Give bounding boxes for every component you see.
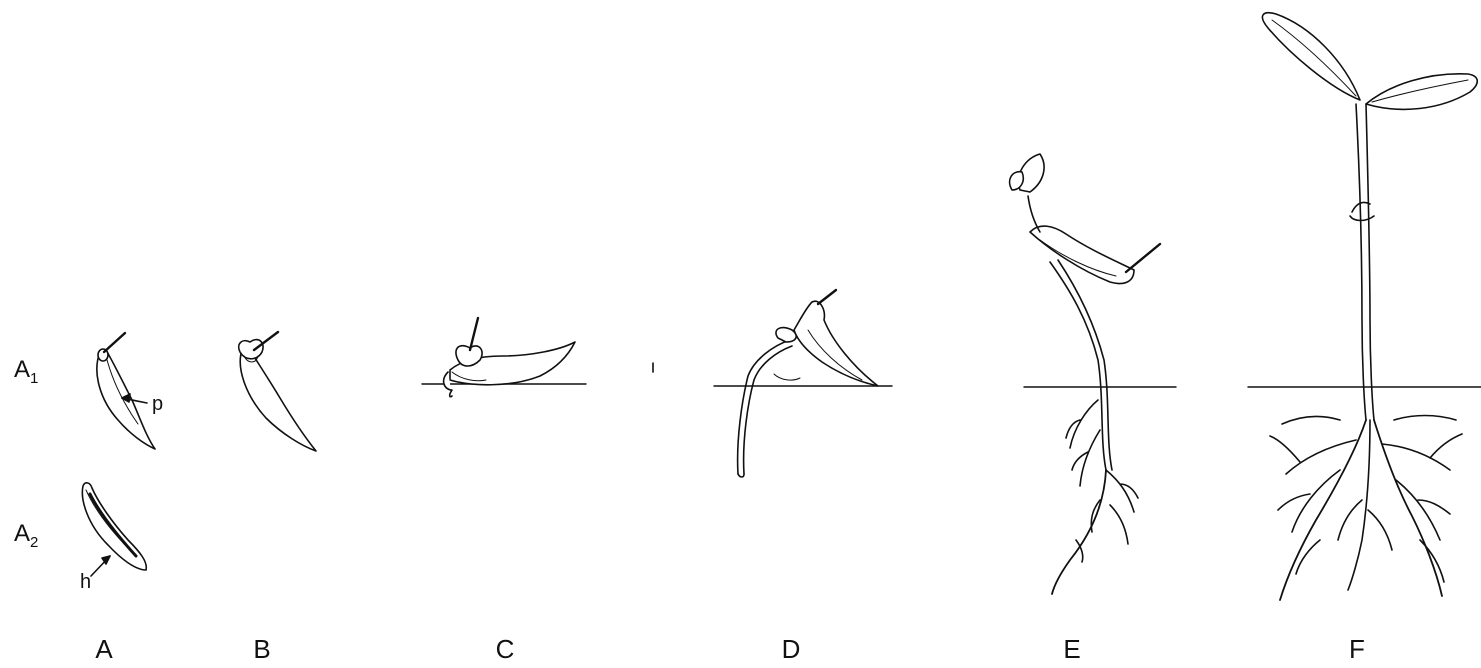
stage-label-d: D bbox=[782, 636, 801, 662]
row-label-a2: A2 bbox=[14, 522, 38, 555]
row-label-a2-sub: 2 bbox=[30, 534, 38, 551]
stage-label-f: F bbox=[1349, 636, 1365, 662]
row-label-a1-main: A bbox=[14, 356, 30, 383]
row-label-a1-sub: 1 bbox=[30, 370, 38, 387]
stage-label-c: C bbox=[496, 636, 515, 662]
row-label-a1: A1 bbox=[14, 358, 38, 391]
seedling-stage-c bbox=[422, 318, 586, 397]
label-h: h bbox=[80, 570, 91, 594]
seedling-stage-d bbox=[714, 290, 892, 477]
seed-a1 bbox=[97, 333, 155, 449]
seedling-stage-f bbox=[1248, 13, 1481, 600]
row-label-a2-main: A bbox=[14, 520, 30, 547]
seed-a2 bbox=[82, 483, 146, 570]
stage-label-a: A bbox=[95, 636, 112, 662]
stage-label-b: B bbox=[253, 636, 270, 662]
seedling-stage-b bbox=[239, 332, 316, 451]
arrow-h bbox=[91, 556, 110, 576]
stage-label-e: E bbox=[1063, 636, 1080, 662]
label-p: p bbox=[152, 392, 163, 416]
seedling-stage-e bbox=[1010, 154, 1176, 594]
